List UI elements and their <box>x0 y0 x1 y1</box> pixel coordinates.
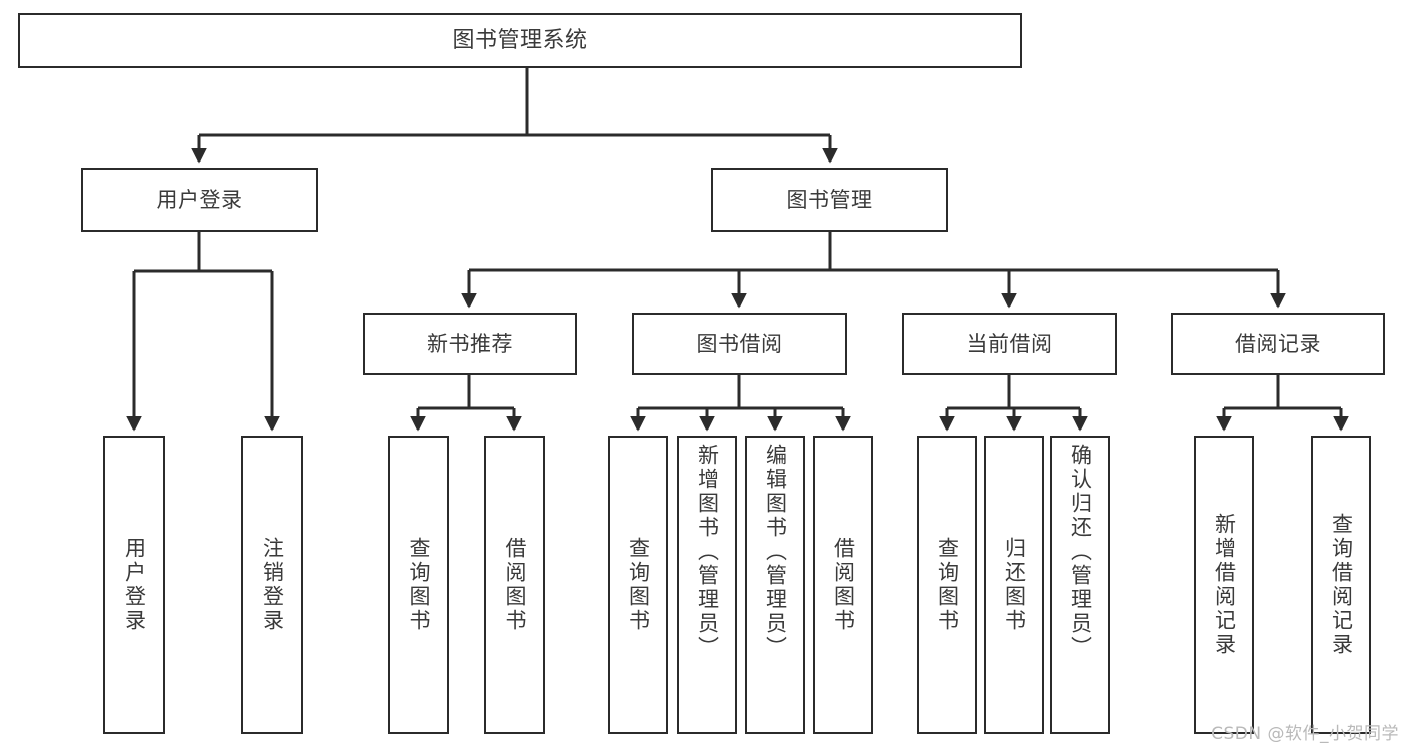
node-book-management-label: 图书管理 <box>786 187 873 212</box>
node-leaf-query-book-2-label: 查询图书 <box>626 537 651 633</box>
node-leaf-borrow-book-2[interactable]: 借阅图书 <box>813 436 873 734</box>
node-leaf-query-book-1[interactable]: 查询图书 <box>388 436 449 734</box>
node-leaf-edit-book-label: 编辑图书（管理员） <box>763 444 788 660</box>
node-leaf-query-book-3-label: 查询图书 <box>935 537 960 633</box>
node-current-borrow-label: 当前借阅 <box>966 331 1053 356</box>
node-book-management[interactable]: 图书管理 <box>711 168 948 232</box>
node-leaf-query-book-2[interactable]: 查询图书 <box>608 436 668 734</box>
node-leaf-confirm-return[interactable]: 确认归还（管理员） <box>1050 436 1110 734</box>
node-leaf-borrow-book-1-label: 借阅图书 <box>503 537 527 633</box>
node-leaf-user-login[interactable]: 用户登录 <box>103 436 165 734</box>
node-new-book-recommend[interactable]: 新书推荐 <box>363 313 577 375</box>
node-book-borrow-label: 图书借阅 <box>696 331 783 356</box>
node-book-borrow[interactable]: 图书借阅 <box>632 313 847 375</box>
node-root[interactable]: 图书管理系统 <box>18 13 1022 68</box>
node-leaf-borrow-book-1[interactable]: 借阅图书 <box>484 436 545 734</box>
node-user-login[interactable]: 用户登录 <box>81 168 318 232</box>
node-leaf-return-book[interactable]: 归还图书 <box>984 436 1044 734</box>
node-current-borrow[interactable]: 当前借阅 <box>902 313 1117 375</box>
node-leaf-return-book-label: 归还图书 <box>1002 537 1027 633</box>
node-borrow-record[interactable]: 借阅记录 <box>1171 313 1385 375</box>
node-leaf-add-book-label: 新增图书（管理员） <box>695 444 720 660</box>
node-leaf-query-record[interactable]: 查询借阅记录 <box>1311 436 1371 734</box>
node-leaf-query-book-3[interactable]: 查询图书 <box>917 436 977 734</box>
node-leaf-add-record-label: 新增借阅记录 <box>1212 513 1237 657</box>
node-leaf-edit-book[interactable]: 编辑图书（管理员） <box>745 436 805 734</box>
node-leaf-add-book[interactable]: 新增图书（管理员） <box>677 436 737 734</box>
node-leaf-borrow-book-2-label: 借阅图书 <box>831 537 856 633</box>
node-leaf-user-login-label: 用户登录 <box>122 537 147 633</box>
node-borrow-record-label: 借阅记录 <box>1235 331 1321 356</box>
node-leaf-confirm-return-label: 确认归还（管理员） <box>1068 444 1093 660</box>
node-leaf-query-book-1-label: 查询图书 <box>407 537 431 633</box>
node-new-book-recommend-label: 新书推荐 <box>427 331 513 356</box>
node-root-label: 图书管理系统 <box>452 27 588 53</box>
node-user-login-label: 用户登录 <box>156 187 243 212</box>
node-leaf-add-record[interactable]: 新增借阅记录 <box>1194 436 1254 734</box>
node-leaf-query-record-label: 查询借阅记录 <box>1329 513 1354 657</box>
node-leaf-logout-login-label: 注销登录 <box>260 537 285 633</box>
node-leaf-logout-login[interactable]: 注销登录 <box>241 436 303 734</box>
